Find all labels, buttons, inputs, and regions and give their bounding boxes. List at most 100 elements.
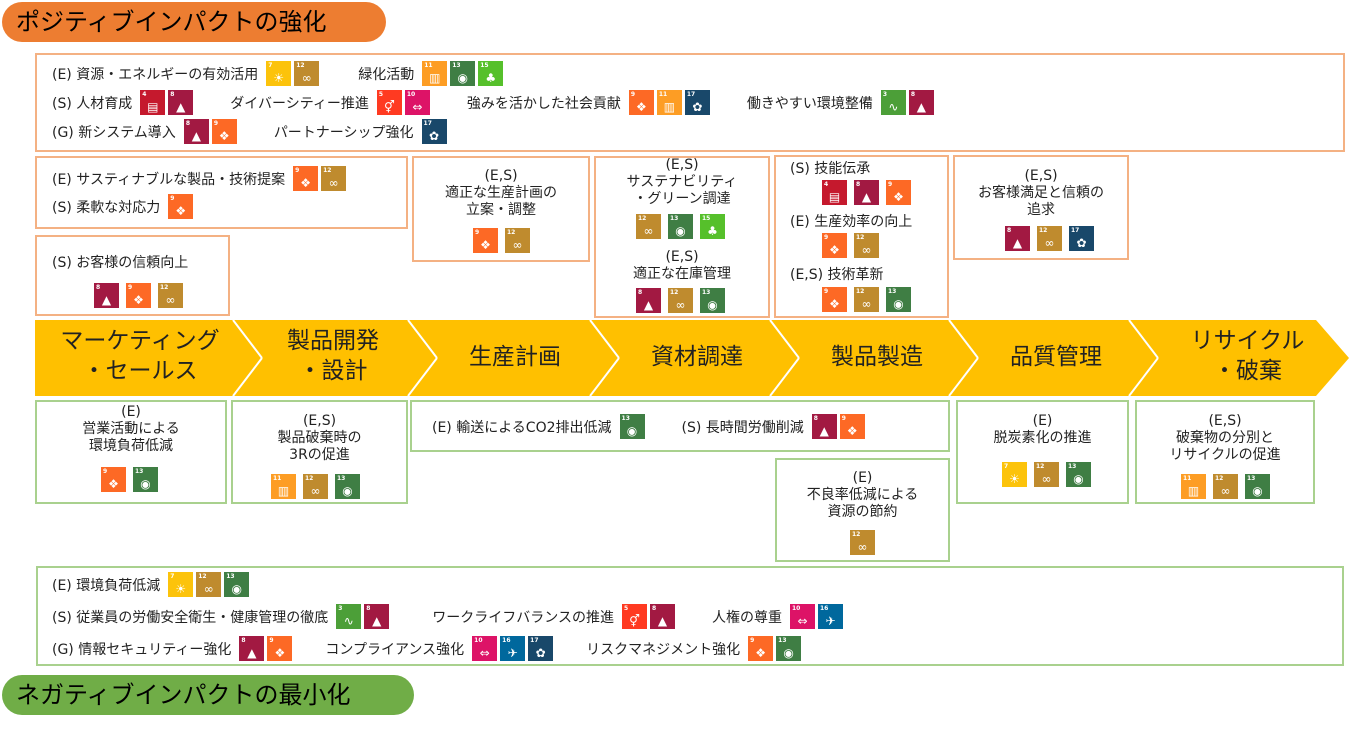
stage-planning-label: 生産計画 <box>469 344 561 370</box>
stage-procurement-label: 資材調達 <box>651 344 743 370</box>
sdg-15-tree-icon: 15♣ <box>700 214 725 239</box>
sdg-11-city-icon: 11▥ <box>422 61 448 86</box>
procurement-upper-icons-2: 8▲12∞13◉ <box>636 288 728 313</box>
bottom-s3-label: 人権の尊重 <box>712 609 782 626</box>
sdg-3-heartbeat-icon: 3∿ <box>880 90 906 115</box>
sdg-9-cubes-icon: 9❖ <box>628 90 654 115</box>
procurement-upper-label-1: (E,S) サステナビリティ ・グリーン調達 <box>626 157 738 207</box>
sdg-13-eye-icon: 13◉ <box>224 572 250 597</box>
design-lower-label: (E,S) 製品破棄時の 3Rの促進 <box>277 413 362 463</box>
stage-manufacturing-label: 製品製造 <box>831 344 923 370</box>
sdg-8-growth-chart-icon: 8▲ <box>364 604 390 629</box>
top-e-label: (E) 資源・エネルギーの有効活用 <box>52 66 259 83</box>
stage-quality-label: 品質管理 <box>1010 344 1102 370</box>
production-planning-upper-icons: 9❖12∞ <box>473 228 533 253</box>
marketing-lower-icons: 9❖13◉ <box>101 467 161 492</box>
sdg-17-rings-icon: 17✿ <box>528 636 554 661</box>
marketing-lower-label: (E) 営業活動による 環境負荷低減 <box>82 404 180 454</box>
top-s2-label: ダイバーシティー推進 <box>230 95 369 112</box>
sdg-13-eye-icon: 13◉ <box>619 414 645 439</box>
recycle-lower-label: (E,S) 破棄物の分別と リサイクルの促進 <box>1169 413 1281 463</box>
manufacturing-upper-label-2: (E) 生産効率の向上 <box>790 214 913 230</box>
manufacturing-upper-row-3: (E,S) 技術革新 <box>790 264 892 284</box>
manufacturing-upper-icons-2: 9❖12∞ <box>822 233 882 258</box>
sdg-15-tree-icon: 15♣ <box>478 61 504 86</box>
top-row-s: (S) 人材育成 4▤8▲ ダイバーシティー推進 5⚥10⇔ 強みを活かした社会… <box>52 90 937 115</box>
sdg-9-cubes-icon: 9❖ <box>101 467 126 492</box>
sdg-9-cubes-icon: 9❖ <box>748 636 774 661</box>
sdg-17-rings-icon: 17✿ <box>1069 226 1094 251</box>
manufacturing-upper-row-2: (E) 生産効率の向上 <box>790 211 920 231</box>
manufacturing-upper-row-1: (S) 技能伝承 <box>790 158 878 178</box>
bottom-row-g: (G) 情報セキュリティー強化 8▲9❖ コンプライアンス強化 10⇔16✈17… <box>52 636 804 661</box>
sdg-5-gender-icon: 5⚥ <box>622 604 647 629</box>
sdg-9-cubes-icon: 9❖ <box>211 119 237 144</box>
manufacturing-upper-label-1: (S) 技能伝承 <box>790 161 871 177</box>
top-row-g: (G) 新システム導入 8▲9❖ パートナーシップ強化 17✿ <box>52 119 450 144</box>
manufacturing-lower-icons: 12∞ <box>850 530 878 555</box>
sdg-9-cubes-icon: 9❖ <box>473 228 498 253</box>
bottom-s-label: (S) 従業員の労働安全衛生・健康管理の徹底 <box>52 609 329 626</box>
sdg-10-equality-icon: 10⇔ <box>472 636 498 661</box>
marketing-trust-label: (S) お客様の信頼向上 <box>52 255 189 271</box>
quality-upper-box <box>953 155 1129 260</box>
bottom-e-label: (E) 環境負荷低減 <box>52 577 161 594</box>
bottom-g3-label: リスクマネジメント強化 <box>586 641 741 658</box>
quality-lower-label: (E) 脱炭素化の推進 <box>993 413 1092 446</box>
procurement-upper-label-2: (E,S) 適正な在庫管理 <box>633 249 731 282</box>
sdg-11-city-icon: 11▥ <box>271 474 296 499</box>
sdg-8-growth-chart-icon: 8▲ <box>811 414 837 439</box>
sdg-3-heartbeat-icon: 3∿ <box>336 604 362 629</box>
stage-design-shape <box>233 320 437 396</box>
production-planning-upper-box <box>412 156 590 262</box>
positive-impact-heading: ポジティブインパクトの強化 <box>2 2 386 42</box>
bottom-s2-label: ワークライフバランスの推進 <box>432 609 614 626</box>
bottom-g2-label: コンプライアンス強化 <box>325 641 465 658</box>
sdg-16-dove-icon: 16✈ <box>818 604 843 629</box>
sdg-12-infinity-icon: 12∞ <box>321 166 347 191</box>
marketing-trust-box <box>35 235 230 316</box>
manufacturing-upper-icons-1: 4▤8▲9❖ <box>822 180 914 205</box>
sdg-8-growth-chart-icon: 8▲ <box>908 90 934 115</box>
sdg-7-sun-icon: 7☀ <box>266 61 292 86</box>
sdg-8-growth-chart-icon: 8▲ <box>94 283 119 308</box>
sdg-13-eye-icon: 13◉ <box>1245 474 1270 499</box>
negative-impact-heading: ネガティブインパクトの最小化 <box>2 675 414 715</box>
top-e2-label: 緑化活動 <box>358 66 415 83</box>
sdg-7-sun-icon: 7☀ <box>1002 462 1027 487</box>
sdg-4-book-icon: 4▤ <box>140 90 166 115</box>
top-g2-label: パートナーシップ強化 <box>273 124 414 141</box>
sdg-8-growth-chart-icon: 8▲ <box>239 636 265 661</box>
marketing-upper-label-2: (S) 柔軟な対応力 <box>52 199 161 216</box>
marketing-trust-icons: 8▲ 9❖ 12∞ <box>94 283 186 308</box>
sdg-12-infinity-icon: 12∞ <box>850 530 875 555</box>
sdg-9-cubes-icon: 9❖ <box>168 194 194 219</box>
stage-quality-shape <box>949 320 1158 396</box>
sdg-8-growth-chart-icon: 8▲ <box>1005 226 1030 251</box>
logistics-lower-row: (E) 輸送によるCO2排出低減 13◉ (S) 長時間労働削減 8▲9❖ <box>432 414 868 439</box>
stage-planning-shape <box>408 320 619 396</box>
sdg-12-infinity-icon: 12∞ <box>668 288 693 313</box>
sdg-12-infinity-icon: 12∞ <box>158 283 183 308</box>
bottom-g-label: (G) 情報セキュリティー強化 <box>52 641 232 658</box>
sdg-17-rings-icon: 17✿ <box>421 119 447 144</box>
sdg-17-rings-icon: 17✿ <box>684 90 710 115</box>
sdg-13-eye-icon: 13◉ <box>335 474 360 499</box>
marketing-upper-row-1: (E) サスティナブルな製品・技術提案 9❖12∞ <box>52 166 349 191</box>
bottom-row-e: (E) 環境負荷低減 7☀12∞13◉ <box>52 572 252 597</box>
sdg-11-city-icon: 11▥ <box>1181 474 1206 499</box>
recycle-lower-icons: 11▥12∞13◉ <box>1181 474 1273 499</box>
stage-design-label: 製品開発 ・設計 <box>287 328 379 384</box>
top-g-label: (G) 新システム導入 <box>52 124 176 141</box>
top-s4-label: 働きやすい環境整備 <box>746 95 873 112</box>
sdg-9-cubes-icon: 9❖ <box>822 233 847 258</box>
sdg-9-cubes-icon: 9❖ <box>839 414 865 439</box>
sdg-9-cubes-icon: 9❖ <box>267 636 293 661</box>
sdg-9-cubes-icon: 9❖ <box>126 283 151 308</box>
sdg-8-growth-chart-icon: 8▲ <box>183 119 209 144</box>
sdg-13-eye-icon: 13◉ <box>1066 462 1091 487</box>
marketing-upper-label-1: (E) サスティナブルな製品・技術提案 <box>52 171 286 188</box>
sdg-12-infinity-icon: 12∞ <box>1034 462 1059 487</box>
procurement-upper-icons-1: 12∞13◉15♣ <box>636 214 728 239</box>
stage-marketing-shape <box>35 320 262 396</box>
